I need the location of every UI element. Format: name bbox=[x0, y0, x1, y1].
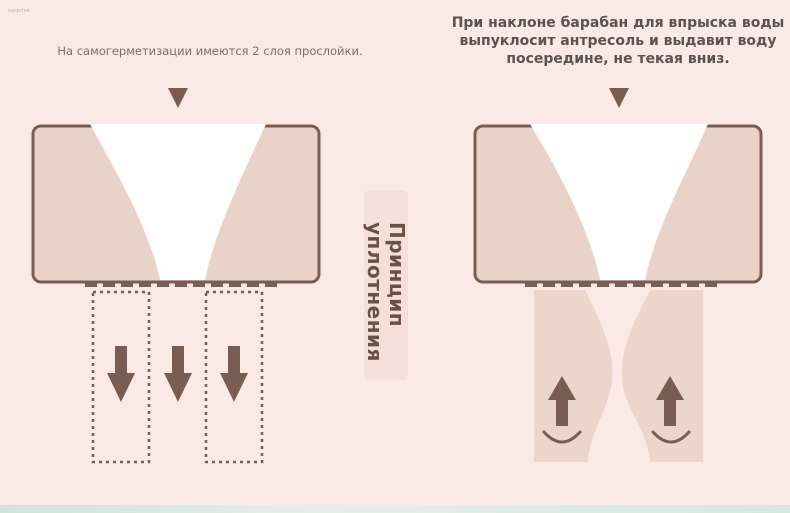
left-channel-1 bbox=[91, 290, 151, 464]
left-funnel bbox=[90, 124, 266, 280]
watermark: surprise bbox=[8, 8, 30, 14]
right-diagram bbox=[473, 88, 763, 462]
right-caption-text: При наклоне барабан для впрыска воды вып… bbox=[451, 15, 785, 67]
down-arrow-icon bbox=[164, 346, 192, 402]
down-arrow-icon bbox=[107, 346, 135, 402]
right-water-column-2 bbox=[621, 290, 703, 462]
left-caption: На самогерметизации имеются 2 слоя просл… bbox=[57, 44, 363, 58]
left-diagram bbox=[31, 88, 321, 464]
down-triangle-icon bbox=[609, 88, 629, 108]
down-arrow-icon bbox=[220, 346, 248, 402]
up-arrow-icon bbox=[656, 376, 684, 426]
center-label-background bbox=[364, 190, 408, 380]
right-funnel bbox=[530, 124, 708, 280]
center-label-box: Принцип уплотнения bbox=[356, 190, 420, 380]
left-channel-2 bbox=[204, 290, 264, 464]
up-arrow-icon bbox=[548, 376, 576, 426]
bottom-decorative-strip bbox=[0, 505, 790, 513]
right-water-column-1 bbox=[534, 290, 613, 462]
right-caption: При наклоне барабан для впрыска воды вып… bbox=[448, 14, 788, 68]
down-triangle-icon bbox=[168, 88, 188, 108]
smile-icon bbox=[651, 430, 691, 444]
smile-icon bbox=[542, 430, 582, 444]
